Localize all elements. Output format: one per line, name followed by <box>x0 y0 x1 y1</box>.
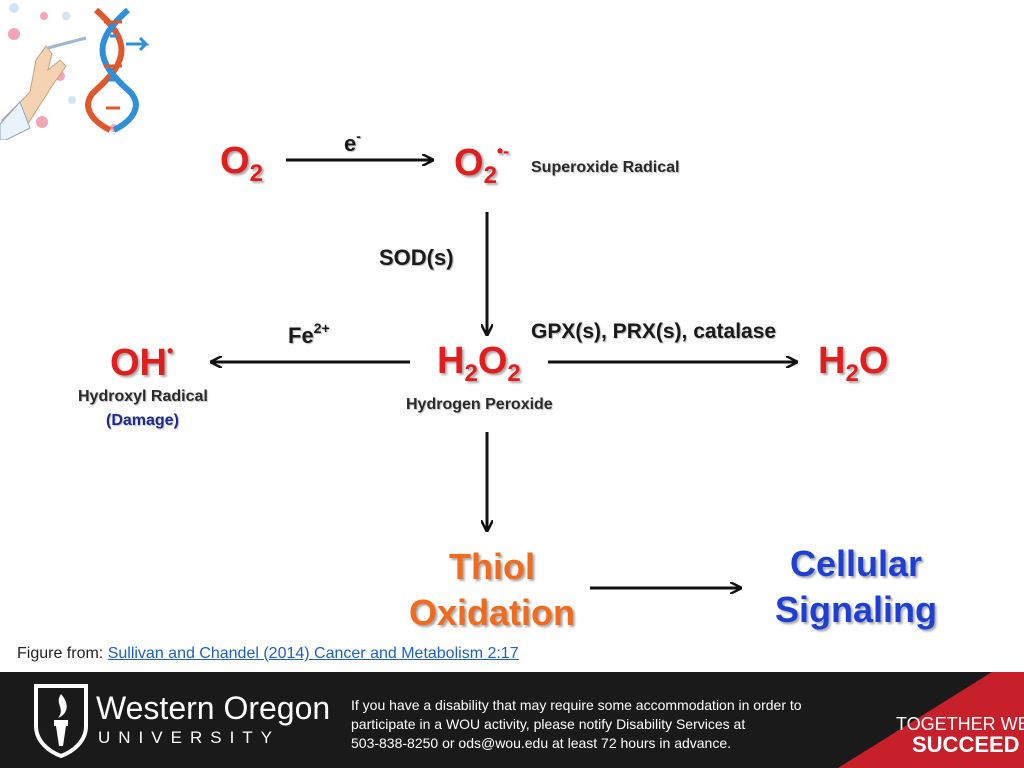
wou-torch-logo-icon <box>34 684 88 758</box>
slogan-line-2: SUCCEED <box>912 732 1020 757</box>
cellular-signaling: Cellular Signaling <box>775 543 937 630</box>
enzymes-label: GPX(s), PRX(s), catalase <box>531 320 777 343</box>
water-species: H2O <box>818 340 889 387</box>
superoxide-label: Superoxide Radical <box>531 159 680 176</box>
superoxide-species: O2•- <box>454 141 510 189</box>
electron-label: e- <box>344 128 361 156</box>
disability-notice: If you have a disability that may requir… <box>351 697 802 751</box>
citation-link[interactable]: Sullivan and Chandel (2014) Cancer and M… <box>107 645 519 662</box>
thiol-oxidation: Thiol Oxidation <box>408 546 575 633</box>
sod-label: SOD(s) <box>379 245 454 270</box>
hydrogen-peroxide-label: Hydrogen Peroxide <box>406 396 553 413</box>
university-name: Western Oregon <box>96 690 331 726</box>
slogan-banner-shape <box>838 672 1024 768</box>
university-subtitle: UNIVERSITY <box>98 728 281 747</box>
dna-scientist-icon <box>0 3 150 140</box>
reaction-arrows <box>0 0 1024 672</box>
iron-label: Fe2+ <box>288 320 330 348</box>
hydroxyl-label: Hydroxyl Radical <box>78 388 208 405</box>
oxygen-species: O2 <box>220 140 263 187</box>
damage-label: (Damage) <box>106 412 179 429</box>
footer-bar: Western Oregon UNIVERSITY If you have a … <box>0 672 1024 768</box>
figure-caption: Figure from: Sullivan and Chandel (2014)… <box>17 645 519 662</box>
slogan-line-1: TOGETHER WE <box>896 714 1024 734</box>
hydrogen-peroxide-species: H2O2 <box>437 340 521 387</box>
hydroxyl-species: OH• <box>110 341 174 384</box>
